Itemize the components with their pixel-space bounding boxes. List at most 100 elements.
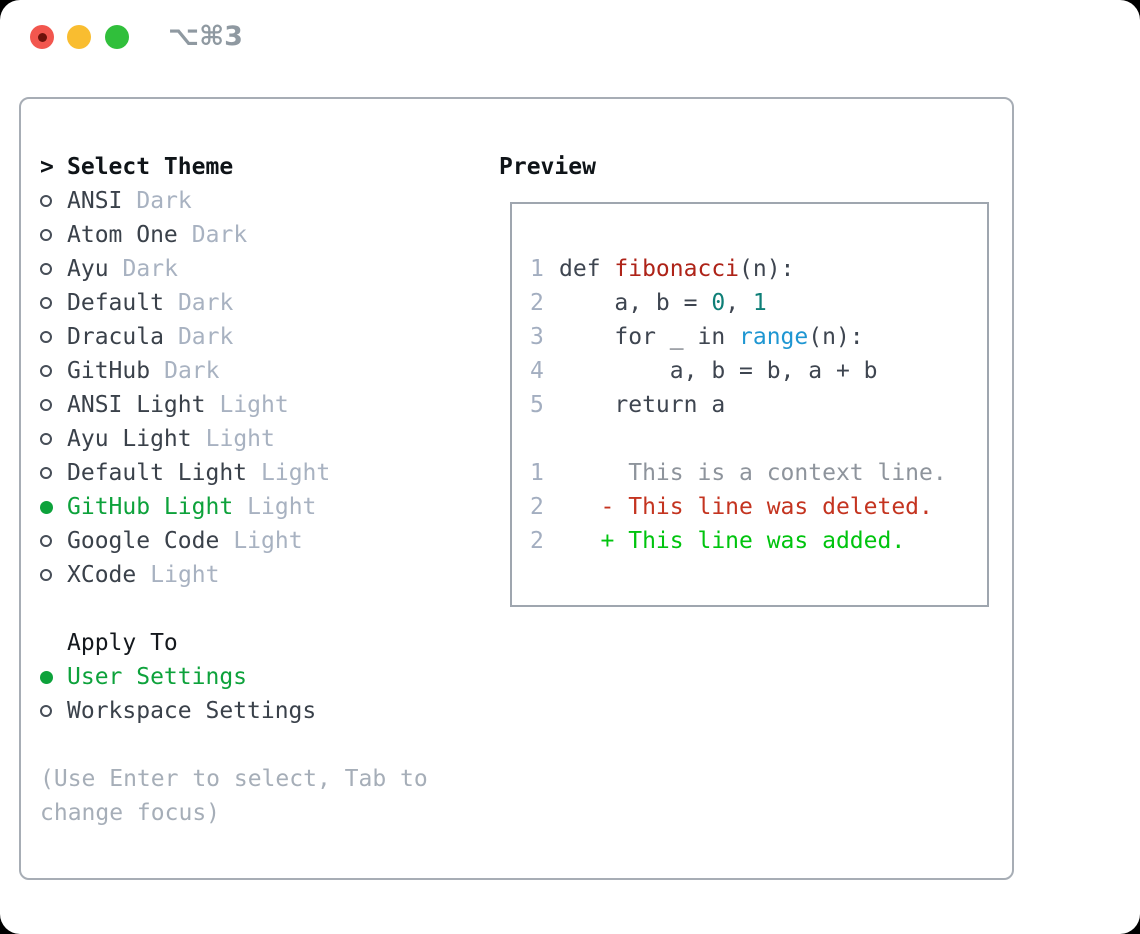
theme-option-default[interactable]: Default Dark [40,286,495,320]
code-token-plain: , [725,290,753,316]
radio-icon [40,524,67,558]
theme-variant-tag: Dark [164,358,220,384]
radio-selected-icon [40,660,67,694]
window-title: ⌥⌘3 [168,21,243,52]
radio-icon [40,252,67,286]
code-token-function: fibonacci [614,256,740,282]
radio-icon [40,558,67,592]
line-number: 2 [530,494,544,520]
select-theme-label: Select Theme [67,154,234,180]
line-number: 5 [530,392,544,418]
zoom-button[interactable] [105,25,129,49]
hint-text: (Use Enter to select, Tab to change focu… [40,762,495,830]
radio-icon [40,218,67,252]
hint-line-2: change focus) [40,800,221,826]
titlebar: ⌥⌘3 [0,0,1140,72]
radio-icon [40,456,67,490]
code-line: 2 - This line was deleted. [530,490,987,524]
line-number: 2 [530,290,544,316]
code-line: 5 return a [530,388,987,422]
theme-variant-tag: Dark [122,256,178,282]
theme-option-label: XCode [67,562,137,588]
select-theme-header: > Select Theme [40,150,495,184]
theme-option-dracula[interactable]: Dracula Dark [40,320,495,354]
code-token-added: + This line was added. [559,528,906,554]
theme-option-label: ANSI Light [67,392,206,418]
code-token-plain: def [559,256,615,282]
code-line: 2 a, b = 0, 1 [530,286,987,320]
line-number: 1 [530,460,544,486]
code-line: 1 This is a context line. [530,456,987,490]
code-token-context: This is a context line. [559,460,947,486]
theme-option-ansi-light[interactable]: ANSI Light Light [40,388,495,422]
code-token-plain: for _ in [559,324,740,350]
theme-variant-tag: Dark [177,290,234,316]
apply-option-workspace-settings[interactable]: Workspace Settings [40,694,495,728]
theme-option-label: Default [67,290,164,316]
theme-variant-tag: Dark [191,222,248,248]
code-line: 2 + This line was added. [530,524,987,558]
radio-icon [40,354,67,388]
preview-header: Preview [499,154,596,180]
radio-icon [40,184,67,218]
gap [40,592,495,626]
theme-variant-tag: Light [205,426,275,452]
theme-variant-tag: Light [247,494,317,520]
apply-to-label: Apply To [67,630,178,656]
theme-option-ayu-light[interactable]: Ayu Light Light [40,422,495,456]
gap [40,728,495,762]
theme-option-xcode[interactable]: XCode Light [40,558,495,592]
theme-option-label: Dracula [67,324,164,350]
code-token-plain: (n): [739,256,795,282]
code-line [530,422,987,456]
theme-option-atom-one[interactable]: Atom One Dark [40,218,495,252]
theme-option-label: Ayu Light [67,426,192,452]
radio-icon [40,286,67,320]
line-number [530,422,544,456]
close-button[interactable] [30,25,54,49]
apply-to-header: Apply To [40,626,495,660]
radio-icon [40,388,67,422]
prompt-icon: > [40,154,54,180]
theme-option-label: GitHub [67,358,151,384]
code-token-number: 1 [752,290,767,316]
apply-option-label: User Settings [67,664,248,690]
line-number: 4 [530,358,544,384]
code-token-builtin: range [739,324,809,350]
hint-line-1: (Use Enter to select, Tab to [40,766,428,792]
theme-option-label: Google Code [67,528,220,554]
minimize-button[interactable] [67,25,91,49]
theme-variant-tag: Dark [177,324,234,350]
theme-option-label: ANSI [67,188,123,214]
radio-selected-icon [40,490,67,524]
code-token-number: 0 [711,290,726,316]
theme-option-github[interactable]: GitHub Dark [40,354,495,388]
theme-variant-tag: Light [150,562,220,588]
line-number: 2 [530,528,544,554]
code-token-plain: return a [559,392,726,418]
radio-icon [40,694,67,728]
radio-icon [40,422,67,456]
apply-option-user-settings[interactable]: User Settings [40,660,495,694]
radio-icon [40,320,67,354]
theme-option-label: Atom One [67,222,178,248]
unsaved-indicator-dot [37,32,47,42]
apply-to-indent [40,626,67,660]
line-number: 3 [530,324,544,350]
theme-variant-tag: Light [219,392,289,418]
theme-variant-tag: Light [261,460,331,486]
code-token-plain: a, b = [559,290,712,316]
code-token-plain: a, b = b, a + b [559,358,878,384]
